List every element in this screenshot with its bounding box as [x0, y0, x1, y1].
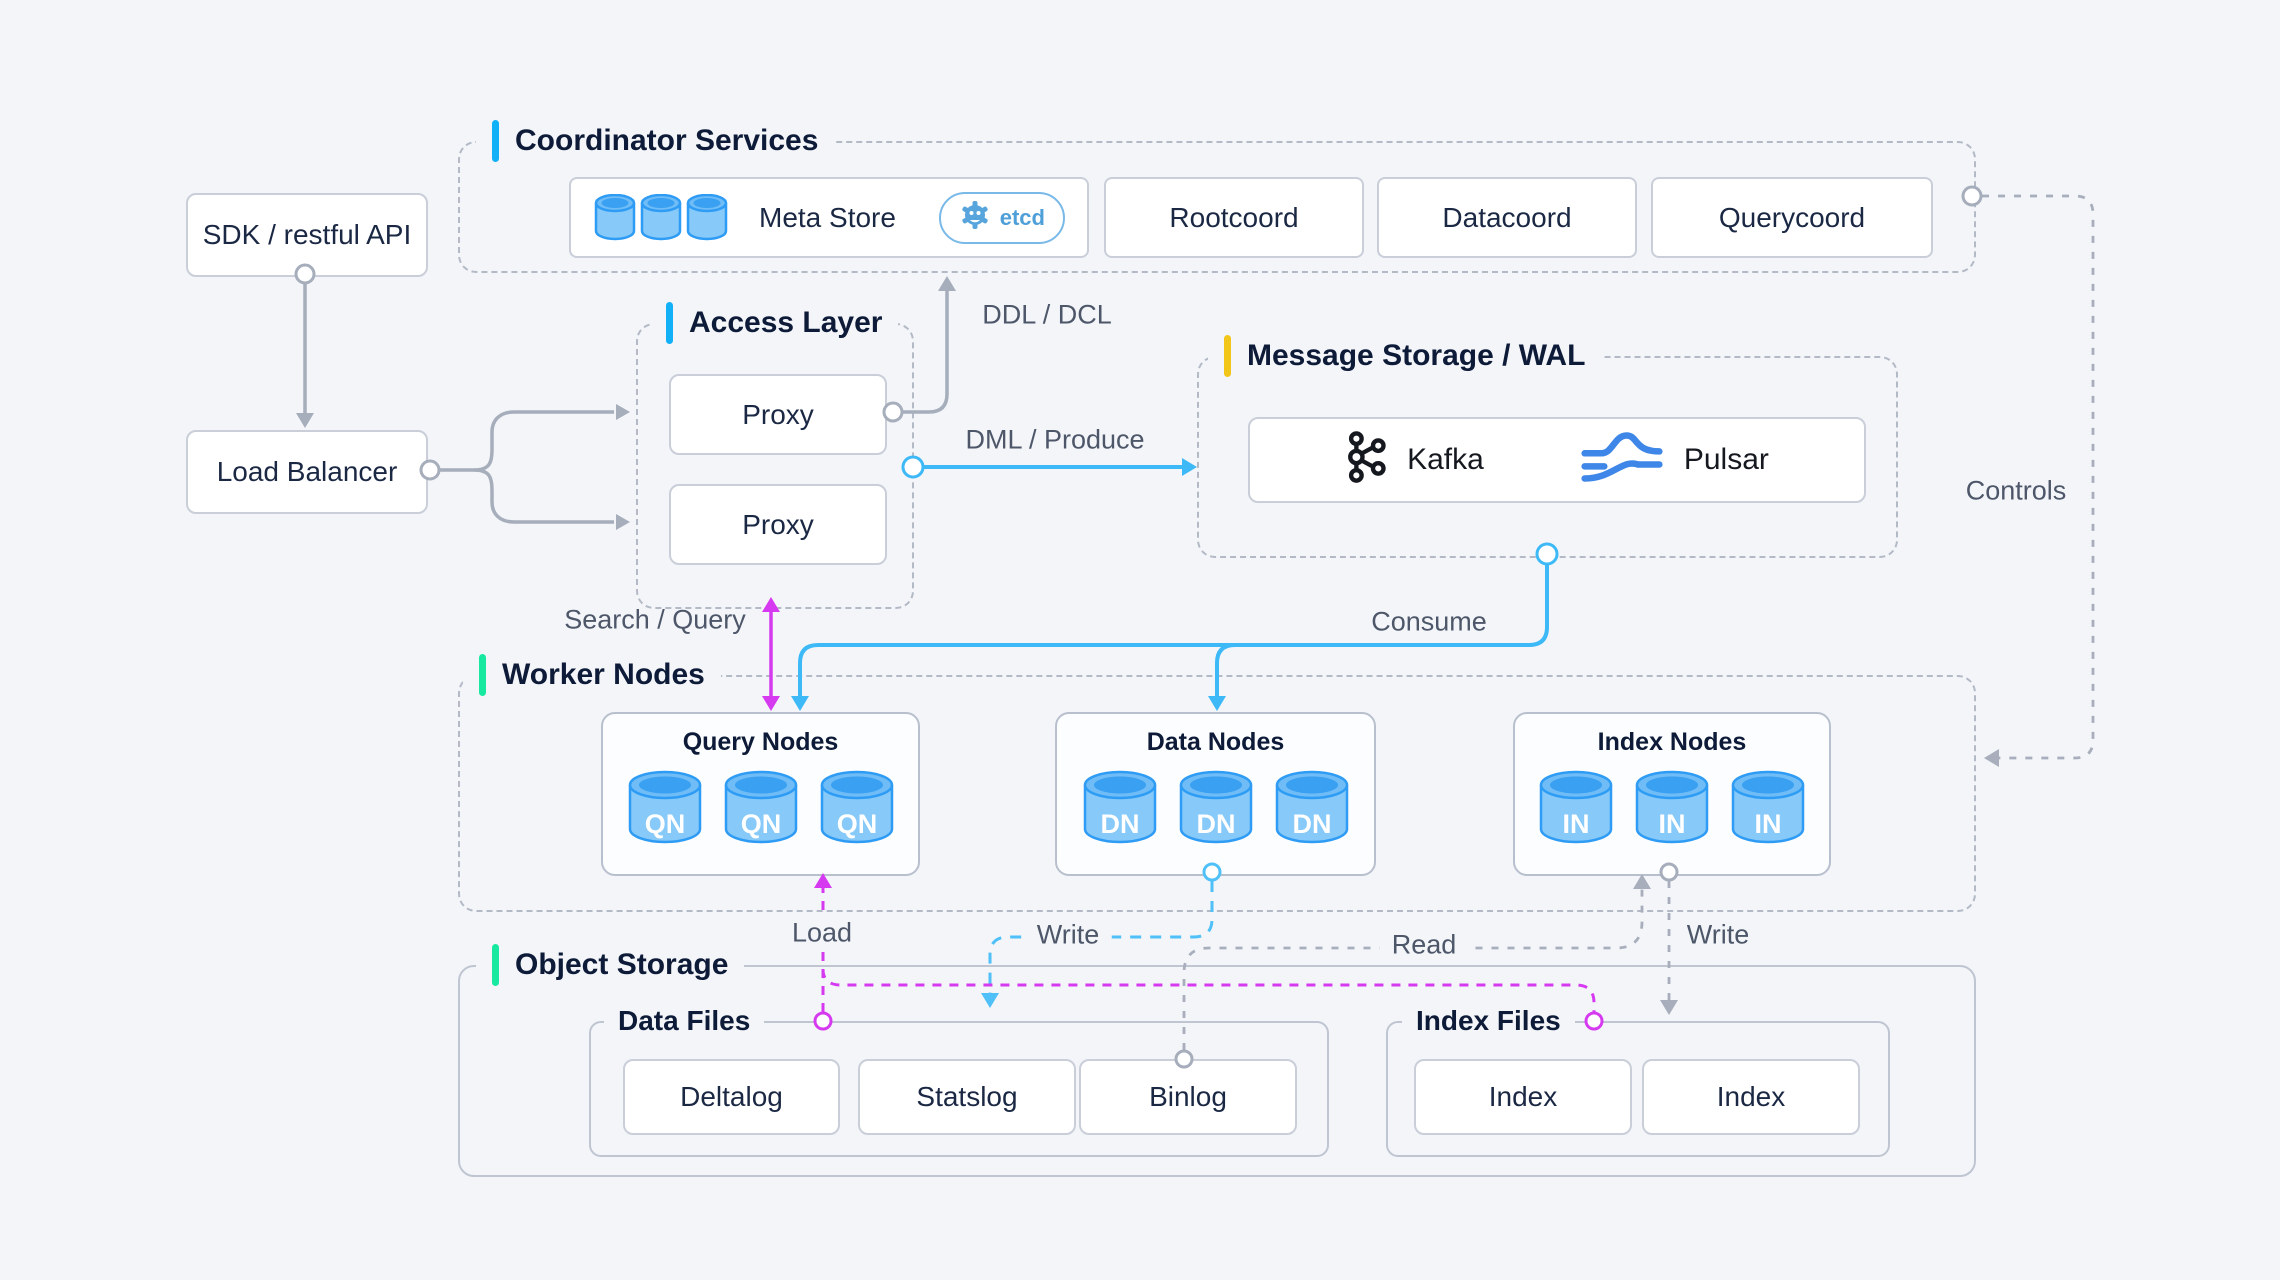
data-files-container	[589, 1021, 1329, 1157]
svg-text:IN: IN	[1563, 809, 1590, 839]
data-node-cylinder-icon: DN	[1275, 770, 1348, 844]
worker-nodes-title: Worker Nodes	[463, 654, 721, 696]
edge-label-search-query: Search / Query	[564, 604, 746, 635]
index-file-box-1: Index	[1414, 1059, 1632, 1135]
edge-label-controls: Controls	[1965, 475, 2067, 506]
access-layer-container	[636, 323, 914, 609]
query-node-cylinder-icon: QN	[628, 770, 701, 844]
brokers-box: Kafka Pulsar	[1248, 417, 1866, 503]
deltalog-label: Deltalog	[680, 1081, 783, 1112]
svg-text:DN: DN	[1100, 809, 1139, 839]
kafka-icon	[1345, 429, 1387, 492]
index-nodes-title: Index Nodes	[1597, 728, 1747, 756]
green-accent-bar	[479, 654, 486, 696]
svg-text:IN: IN	[1755, 809, 1782, 839]
data-nodes-title: Data Nodes	[1146, 728, 1285, 756]
statslog-label: Statslog	[916, 1081, 1018, 1112]
meta-store-box: Meta Store etcd	[569, 177, 1089, 258]
yellow-accent-bar	[1224, 335, 1231, 377]
edge-label-consume: Consume	[1371, 606, 1487, 637]
edge-label-write-index: Write	[1686, 919, 1750, 950]
svg-text:QN: QN	[836, 809, 877, 839]
pulsar-label: Pulsar	[1683, 443, 1769, 476]
index-node-cylinder-icon: IN	[1539, 770, 1613, 844]
proxy-label: Proxy	[742, 508, 814, 540]
edge-label-dml: DML / Produce	[965, 424, 1145, 455]
kafka-label: Kafka	[1407, 443, 1484, 476]
green-accent-bar	[492, 944, 499, 986]
proxy-box-2: Proxy	[669, 484, 887, 565]
message-storage-title: Message Storage / WAL	[1208, 335, 1602, 377]
index-file-box-2: Index	[1642, 1059, 1860, 1135]
svg-text:DN: DN	[1292, 809, 1331, 839]
access-layer-title: Access Layer	[650, 302, 899, 344]
data-files-title: Data Files	[604, 1005, 765, 1037]
binlog-label: Binlog	[1149, 1081, 1227, 1112]
edge-label-read: Read	[1379, 927, 1469, 963]
query-node-cylinder-icon: QN	[724, 770, 797, 844]
load-balancer-label: Load Balancer	[216, 456, 398, 487]
statslog-box: Statslog	[858, 1059, 1076, 1135]
etcd-gear-icon	[959, 199, 991, 237]
database-cylinders-icon	[593, 193, 729, 242]
proxy-box-1: Proxy	[669, 374, 887, 455]
query-nodes-box: Query Nodes QN QN QN	[601, 712, 920, 876]
svg-text:DN: DN	[1196, 809, 1235, 839]
edge-label-ddl: DDL / DCL	[982, 299, 1112, 330]
index-file-label: Index	[1488, 1081, 1558, 1112]
blue-accent-bar	[492, 120, 499, 162]
datacoord-box: Datacoord	[1377, 177, 1637, 258]
data-nodes-box: Data Nodes DN DN DN	[1055, 712, 1376, 876]
rootcoord-box: Rootcoord	[1104, 177, 1364, 258]
deltalog-box: Deltalog	[623, 1059, 840, 1135]
index-nodes-box: Index Nodes IN IN IN	[1513, 712, 1831, 876]
query-node-cylinder-icon: QN	[820, 770, 893, 844]
querycoord-box: Querycoord	[1651, 177, 1933, 258]
load-balancer-box: Load Balancer	[186, 430, 428, 514]
edge-label-write-data: Write	[1024, 917, 1112, 953]
meta-store-label: Meta Store	[759, 201, 896, 233]
sdk-box: SDK / restful API	[186, 193, 428, 277]
proxy-label: Proxy	[742, 398, 814, 430]
coordinator-services-title: Coordinator Services	[476, 120, 835, 162]
sdk-label: SDK / restful API	[202, 219, 412, 250]
svg-text:QN: QN	[644, 809, 685, 839]
index-file-label: Index	[1716, 1081, 1786, 1112]
edge-label-load: Load	[779, 915, 865, 951]
coordinator-services-container	[458, 141, 1976, 273]
index-node-cylinder-icon: IN	[1635, 770, 1709, 844]
etcd-label: etcd	[999, 204, 1045, 230]
etcd-badge: etcd	[938, 191, 1065, 244]
blue-accent-bar	[666, 302, 673, 344]
svg-text:IN: IN	[1659, 809, 1686, 839]
object-storage-title: Object Storage	[476, 944, 745, 986]
svg-text:QN: QN	[740, 809, 781, 839]
binlog-box: Binlog	[1079, 1059, 1297, 1135]
index-node-cylinder-icon: IN	[1731, 770, 1805, 844]
data-node-cylinder-icon: DN	[1179, 770, 1252, 844]
index-files-title: Index Files	[1402, 1005, 1575, 1037]
data-node-cylinder-icon: DN	[1083, 770, 1156, 844]
rootcoord-label: Rootcoord	[1169, 201, 1299, 233]
datacoord-label: Datacoord	[1442, 201, 1572, 233]
querycoord-label: Querycoord	[1718, 201, 1866, 233]
query-nodes-title: Query Nodes	[682, 728, 839, 756]
pulsar-icon	[1580, 429, 1664, 492]
